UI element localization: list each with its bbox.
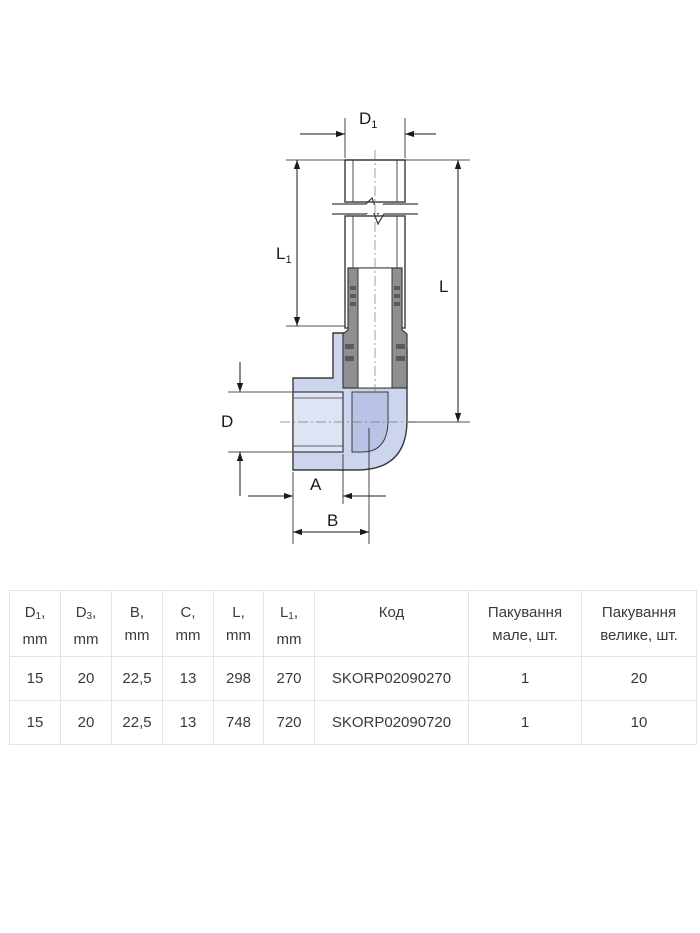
insert-ribs — [345, 286, 405, 361]
fitting-technical-drawing: D1 L1 L D A B — [221, 109, 470, 544]
table-cell: 10 — [581, 700, 697, 745]
label-b: B — [327, 511, 338, 530]
table-cell: 748 — [213, 700, 264, 745]
label-l: L — [439, 277, 448, 296]
table-cell: 20 — [60, 656, 112, 701]
label-d1: D1 — [359, 109, 377, 131]
table-cell: 720 — [263, 700, 315, 745]
table-header-cell: L1,mm — [263, 590, 315, 657]
table-cell: 1 — [468, 656, 582, 701]
table-cell: 270 — [263, 656, 315, 701]
label-a: A — [310, 475, 322, 494]
table-cell: 15 — [9, 656, 61, 701]
table-header-cell: L,mm — [213, 590, 264, 657]
table-header-cell: B,mm — [111, 590, 163, 657]
table-cell: 20 — [581, 656, 697, 701]
table-cell: 22,5 — [111, 700, 163, 745]
table-cell: 13 — [162, 656, 214, 701]
table-header-cell: Код — [314, 590, 469, 657]
table-cell: 13 — [162, 700, 214, 745]
table-cell: 1 — [468, 700, 582, 745]
table-header-cell: C,mm — [162, 590, 214, 657]
table-cell: 15 — [9, 700, 61, 745]
label-l1: L1 — [276, 244, 292, 266]
table-header-cell: D3,mm — [60, 590, 112, 657]
table-cell: SKORP02090720 — [314, 700, 469, 745]
table-cell: 298 — [213, 656, 264, 701]
table-cell: SKORP02090270 — [314, 656, 469, 701]
table-cell: 22,5 — [111, 656, 163, 701]
table-header-cell: D1,mm — [9, 590, 61, 657]
table-cell: 20 — [60, 700, 112, 745]
label-d: D — [221, 412, 233, 431]
